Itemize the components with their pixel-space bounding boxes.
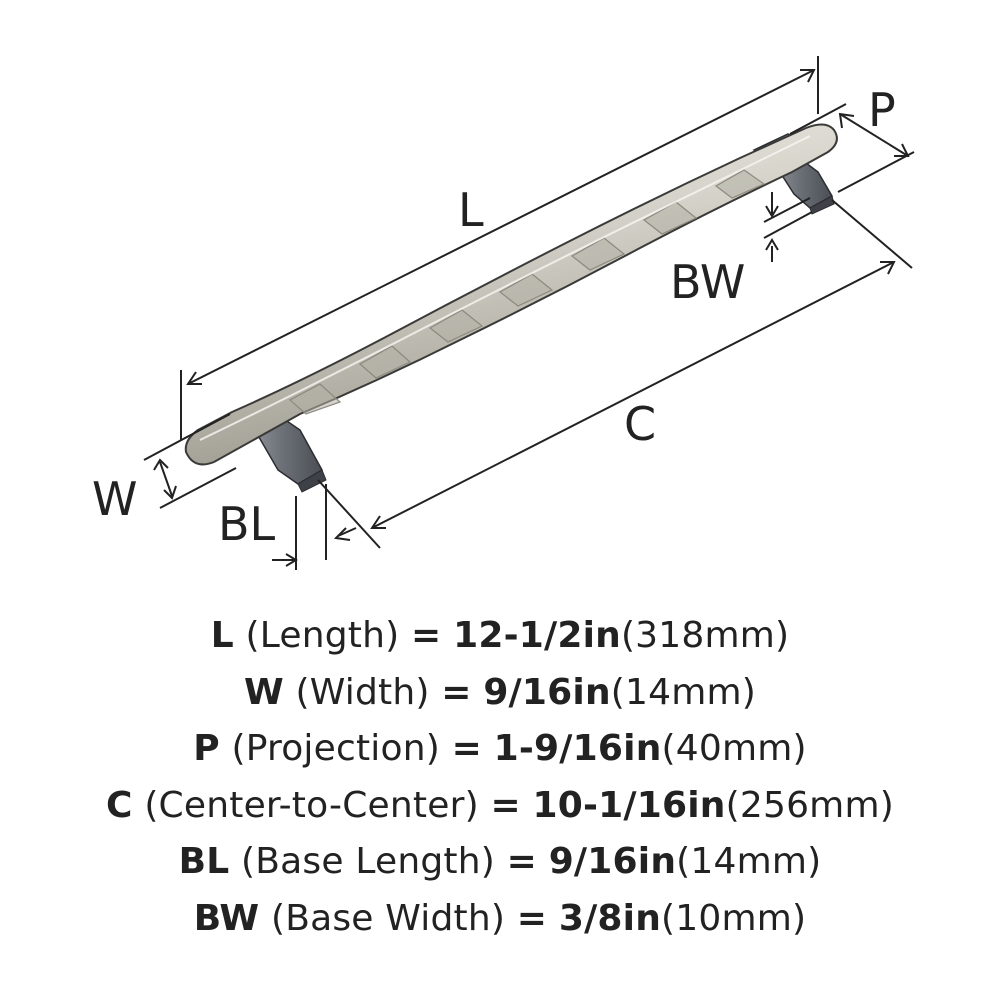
spec-name: (Width) <box>295 671 430 713</box>
cabinet-pull-handle <box>184 123 838 493</box>
handle-dimension-diagram: L P BW C W BL <box>92 56 915 570</box>
spec-metric: (318mm) <box>620 615 790 656</box>
spec-name: (Base Length) <box>241 841 495 882</box>
dimension-lines <box>143 56 915 570</box>
spec-symbol: W <box>243 671 284 713</box>
spec-metric: (14mm) <box>676 841 822 882</box>
label-length: L <box>458 183 484 237</box>
spec-width: W (Width) = 9/16in(14mm) <box>0 665 1000 722</box>
spec-name: (Base Width) <box>270 897 506 939</box>
spec-equals: = <box>516 897 548 939</box>
spec-name: (Center-to-Center) <box>144 784 479 826</box>
spec-value: 9/16in <box>483 671 611 713</box>
spec-name: (Projection) <box>231 728 440 769</box>
spec-value: 1-9/16in <box>493 728 662 769</box>
spec-base-length: BL (Base Length) = 9/16in(14mm) <box>0 834 1000 891</box>
spec-value: 3/8in <box>558 897 662 939</box>
spec-equals: = <box>506 841 538 882</box>
spec-metric: (40mm) <box>661 728 807 769</box>
spec-projection: P (Projection) = 1-9/16in(40mm) <box>0 721 1000 778</box>
spec-symbol: C <box>106 784 133 826</box>
spec-center-to-center: C (Center-to-Center) = 10-1/16in(256mm) <box>0 778 1000 835</box>
spec-symbol: BW <box>193 897 260 939</box>
spec-base-width: BW (Base Width) = 3/8in(10mm) <box>0 891 1000 948</box>
spec-equals: = <box>451 728 483 769</box>
dimension-specs: L (Length) = 12-1/2in(318mm) W (Width) =… <box>0 608 1000 947</box>
spec-symbol: L <box>210 615 234 656</box>
label-center-to-center: C <box>624 397 656 451</box>
spec-value: 9/16in <box>548 841 677 882</box>
spec-equals: = <box>490 784 521 826</box>
spec-name: (Length) <box>245 615 400 656</box>
spec-symbol: P <box>193 728 220 769</box>
spec-value: 12-1/2in <box>453 615 621 656</box>
spec-equals: = <box>441 671 472 713</box>
spec-value: 10-1/16in <box>532 784 726 826</box>
spec-length: L (Length) = 12-1/2in(318mm) <box>0 608 1000 665</box>
spec-equals: = <box>411 615 442 656</box>
spec-metric: (14mm) <box>610 671 757 713</box>
label-width: W <box>92 472 137 526</box>
label-base-width: BW <box>670 255 745 309</box>
label-projection: P <box>868 83 896 137</box>
spec-metric: (256mm) <box>725 784 894 826</box>
spec-symbol: BL <box>178 841 230 882</box>
spec-metric: (10mm) <box>661 897 807 939</box>
label-base-length: BL <box>218 497 276 551</box>
bar-facets <box>288 169 766 415</box>
